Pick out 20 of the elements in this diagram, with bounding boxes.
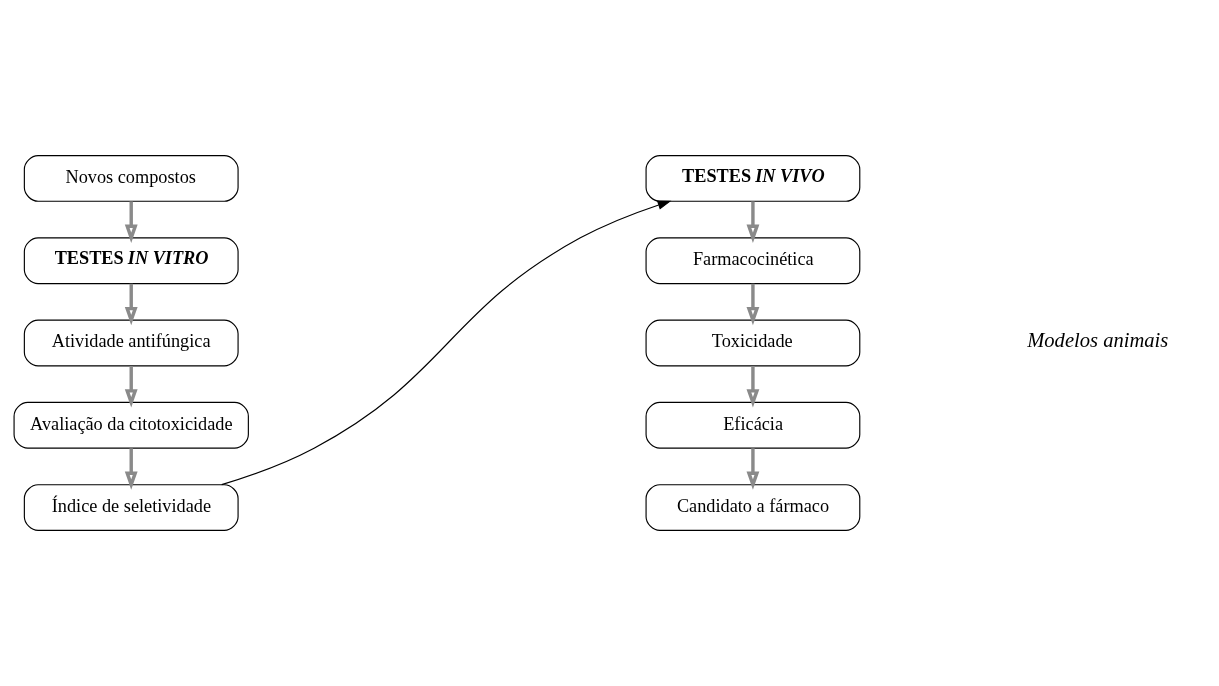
arrow [221,200,672,486]
arrow [124,448,138,490]
arrow [746,448,760,490]
arrow [746,283,760,326]
node-box: Farmacocinética [645,237,861,285]
node-box: Novos compostos [23,155,239,202]
label: Modelos animais [1027,328,1169,351]
node-box: Índice de seletividade [23,484,239,531]
node-box: TESTES IN VITRO [23,237,239,285]
node-box: Candidato a fármaco [645,484,861,531]
node-box: Avaliação da citotoxicidade [13,401,249,449]
node-box: TESTES IN VIVO [645,155,861,202]
arrow [124,366,138,408]
arrow [746,366,760,408]
node-box: Eficácia [645,401,861,449]
node-box: Atividade antifúngica [23,319,239,367]
arrow [746,201,760,243]
arrow [124,201,138,243]
node-box: Toxicidade [645,319,861,367]
arrow [124,283,138,326]
